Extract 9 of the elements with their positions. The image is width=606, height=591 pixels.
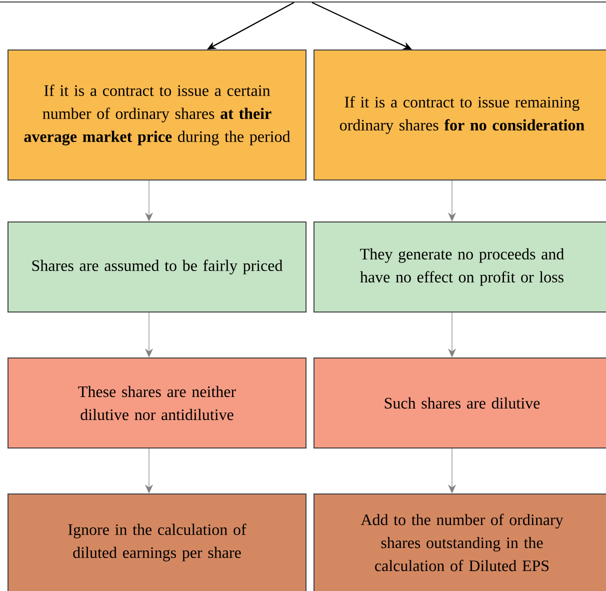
box (0, 0, 606, 2)
effect-box: Shares are assumed to be fairly priced (8, 222, 306, 312)
result-box: These shares are neither dilutive nor antidilutive (8, 358, 306, 448)
result-box: Such shares are dilutive (314, 358, 606, 448)
condition-box: If it is a contract to issue a certain number of ordinary shares at their average market price during the period (8, 50, 306, 180)
effect-box: They generate no proceeds and have no effect on profit or loss (314, 222, 606, 312)
condition-box: If it is a contract to issue remaining ordinary shares for no consideration (314, 50, 606, 180)
action-box: Add to the number of ordinary shares outstanding in the calculation of Diluted EPS (314, 494, 606, 591)
action-box: Ignore in the calculation of diluted earnings per share (8, 494, 306, 591)
